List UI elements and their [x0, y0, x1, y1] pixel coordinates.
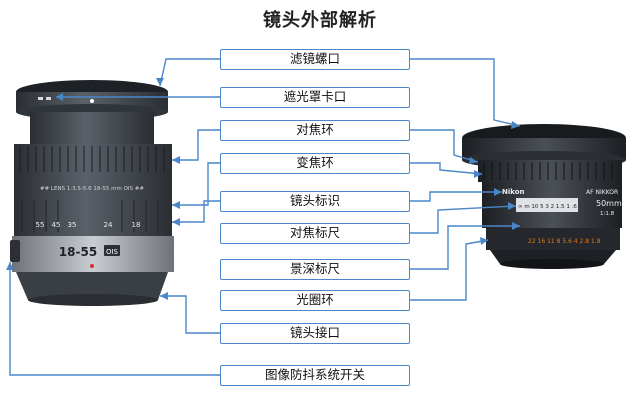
label-stabilizer-switch: 图像防抖系统开关	[220, 365, 410, 386]
connector	[410, 191, 502, 202]
connector	[410, 239, 489, 301]
connector	[410, 162, 483, 175]
rear-mount	[16, 272, 168, 300]
model-text: AF NIKKOR	[586, 189, 618, 196]
distance-scale: ∞ m 10 5 3 2 1.5 1 .6	[518, 204, 577, 210]
page-title: 镜头外部解析	[263, 10, 377, 31]
arrowhead	[6, 262, 14, 270]
focal-mark: 18	[132, 221, 141, 229]
arrowhead	[172, 218, 180, 226]
label-hood-mount: 遮光罩卡口	[220, 87, 410, 108]
arrowhead	[56, 93, 63, 101]
aperture-scale: 22 16 11 8 5.6 4 2.8 1.8	[528, 238, 601, 245]
connector	[159, 58, 220, 87]
connector	[410, 225, 520, 270]
arrowhead	[511, 121, 520, 129]
label-dof-scale: 景深标尺	[220, 259, 410, 280]
connector	[172, 129, 220, 161]
connector	[9, 262, 220, 376]
arrowhead	[469, 157, 478, 164]
barrel-text: ## LENS 1:3.5-5.6 18-55 mm OIS ##	[40, 186, 144, 192]
label-lens-mount: 镜头接口	[220, 323, 410, 344]
focus-ring-band	[14, 144, 172, 174]
focal-mark: 45	[52, 221, 61, 229]
neck	[30, 112, 154, 144]
ois-badge: OIS	[106, 248, 119, 256]
focus-ribs	[19, 146, 165, 172]
aperture-ring	[486, 228, 620, 250]
connector	[410, 58, 521, 127]
arrowhead	[474, 170, 482, 178]
arrowhead	[160, 292, 168, 300]
label-focus-ring: 对焦环	[220, 120, 410, 141]
right-lens: Nikon AF NIKKOR 50mm 1:1.8 ∞ m 10 5 3 2 …	[462, 124, 626, 269]
label-aperture-ring: 光圈环	[220, 290, 410, 311]
ois-switch	[10, 240, 20, 262]
label-zoom-ring: 变焦环	[220, 153, 410, 174]
arrowhead	[156, 78, 164, 86]
focal-mark: 55	[36, 221, 45, 229]
mount-dot	[90, 264, 94, 268]
focal-text: 50mm	[596, 199, 622, 208]
label-lens-marking: 镜头标识	[220, 191, 410, 212]
arrowhead	[494, 188, 502, 196]
focal-mark: 35	[68, 221, 77, 229]
arrowhead	[172, 201, 180, 209]
connector	[172, 162, 220, 206]
focal-mark: 24	[104, 221, 113, 229]
label-filter-thread: 滤镜螺口	[220, 49, 410, 70]
focus-ring	[478, 160, 622, 182]
focal-range: 18-55	[59, 245, 97, 259]
connector	[410, 205, 517, 234]
connector	[410, 129, 479, 163]
aperture-text: 1:1.8	[600, 211, 615, 217]
left-lens: ## LENS 1:3.5-5.6 18-55 mm OIS ## 55 45 …	[10, 80, 174, 306]
label-focus-scale: 对焦标尺	[220, 223, 410, 244]
brand-text: Nikon	[502, 188, 525, 196]
connector	[172, 200, 220, 223]
arrowhead	[508, 202, 516, 210]
connector	[160, 295, 220, 334]
arrowhead	[172, 156, 180, 164]
arrowhead	[480, 237, 488, 245]
connector-lines	[6, 58, 521, 376]
scale-window	[516, 198, 578, 212]
arrowhead	[512, 222, 520, 230]
